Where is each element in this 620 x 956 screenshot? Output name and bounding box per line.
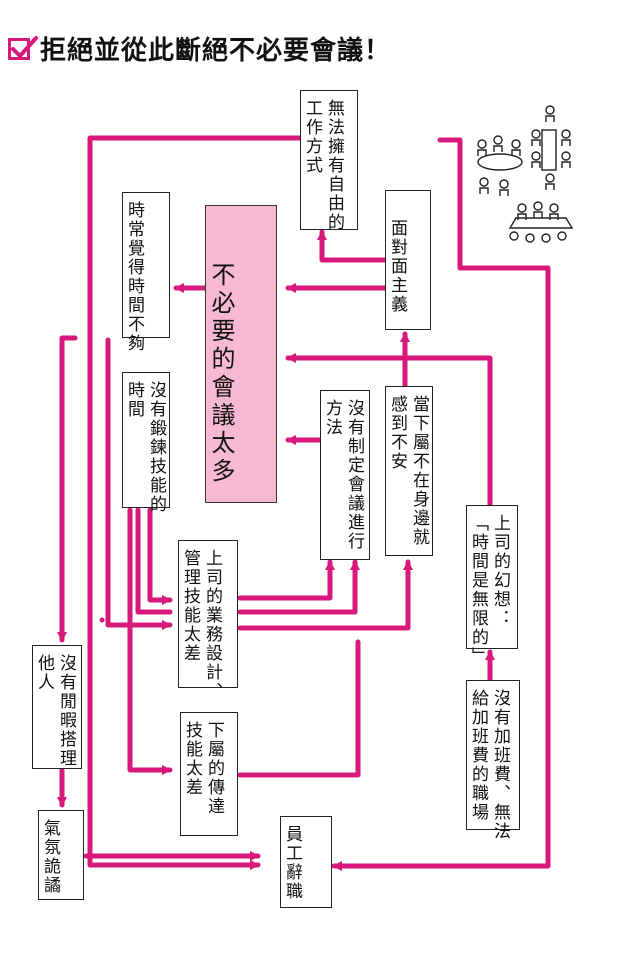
arrow-mgmt-to-uneasy bbox=[237, 559, 413, 631]
node-poor-communication: 下屬的傳達 技能太差 bbox=[180, 712, 238, 836]
core-problem-box: 不必要的會議太多 bbox=[205, 205, 277, 503]
arrow-mgmt-to-method2 bbox=[237, 559, 360, 615]
node-boss-illusion-text: 上司的幻想： 「時間是無限的」 bbox=[468, 514, 510, 666]
arrow-mgmt-to-method bbox=[237, 559, 335, 601]
arrow-right-loop bbox=[331, 137, 551, 871]
node-no-method-text: 沒有制定會議進行 方法 bbox=[322, 399, 364, 551]
core-problem-text: 不必要的會議太多 bbox=[207, 262, 235, 486]
node-resignation: 員工辭職 bbox=[280, 816, 332, 908]
node-face-to-face: 面對面主義 bbox=[385, 190, 431, 330]
node-bad-atmosphere: 氣氛詭譎 bbox=[38, 810, 84, 900]
node-resignation-text: 員工辭職 bbox=[282, 825, 302, 901]
arrow-training-to-mgmt bbox=[147, 507, 173, 605]
title-text: 拒絕並從此斷絕不必要會議！ bbox=[40, 36, 392, 66]
node-bad-atmosphere-text: 氣氛詭譎 bbox=[40, 819, 60, 895]
checkbox-checked-icon bbox=[8, 35, 38, 60]
node-no-time-others: 沒有閒暇搭理 他人 bbox=[32, 645, 82, 769]
arrow-training-to-comm bbox=[127, 507, 173, 775]
node-poor-communication-text: 下屬的傳達 技能太差 bbox=[182, 721, 224, 816]
arrow-comm-to-method bbox=[237, 639, 361, 778]
node-no-training-time-text: 沒有鍛鍊技能的 時間 bbox=[124, 381, 166, 514]
node-no-overtime-pay-text: 沒有加班費、無法 給加班費的職場 bbox=[468, 689, 510, 841]
node-uneasy-absent-text: 當下屬不在身邊就 感到不安 bbox=[387, 395, 429, 547]
node-poor-management-text: 上司的業務設計、 管理技能太差 bbox=[180, 549, 222, 701]
arrow-illusion-to-core bbox=[285, 353, 493, 508]
arrow-time-to-mgmt bbox=[105, 337, 173, 630]
node-no-free-work: 無法擁有自由的 工作方式 bbox=[300, 90, 358, 232]
arrow-training-to-mgmt2 bbox=[135, 507, 173, 615]
node-poor-management: 上司的業務設計、 管理技能太差 bbox=[178, 540, 238, 701]
node-always-no-time: 時常覺得時間不夠 bbox=[122, 192, 170, 353]
node-no-method: 沒有制定會議進行 方法 bbox=[320, 390, 370, 560]
node-no-free-work-text: 無法擁有自由的 工作方式 bbox=[302, 99, 344, 232]
node-uneasy-absent: 當下屬不在身邊就 感到不安 bbox=[385, 386, 433, 556]
node-no-overtime-pay: 沒有加班費、無法 給加班費的職場 bbox=[466, 680, 520, 841]
node-face-to-face-text: 面對面主義 bbox=[387, 219, 407, 314]
arrow-time-to-others bbox=[57, 335, 78, 643]
page-title: 拒絕並從此斷絕不必要會議！ bbox=[8, 30, 391, 67]
arrow-outer-loop bbox=[87, 135, 303, 870]
node-no-time-others-text: 沒有閒暇搭理 他人 bbox=[34, 654, 76, 768]
node-always-no-time-text: 時常覺得時間不夠 bbox=[124, 201, 144, 353]
meeting-people-icon bbox=[477, 105, 574, 243]
arrow-face-to-free bbox=[317, 229, 388, 263]
node-no-training-time: 沒有鍛鍊技能的 時間 bbox=[122, 372, 170, 514]
node-boss-illusion: 上司的幻想： 「時間是無限的」 bbox=[466, 505, 518, 666]
